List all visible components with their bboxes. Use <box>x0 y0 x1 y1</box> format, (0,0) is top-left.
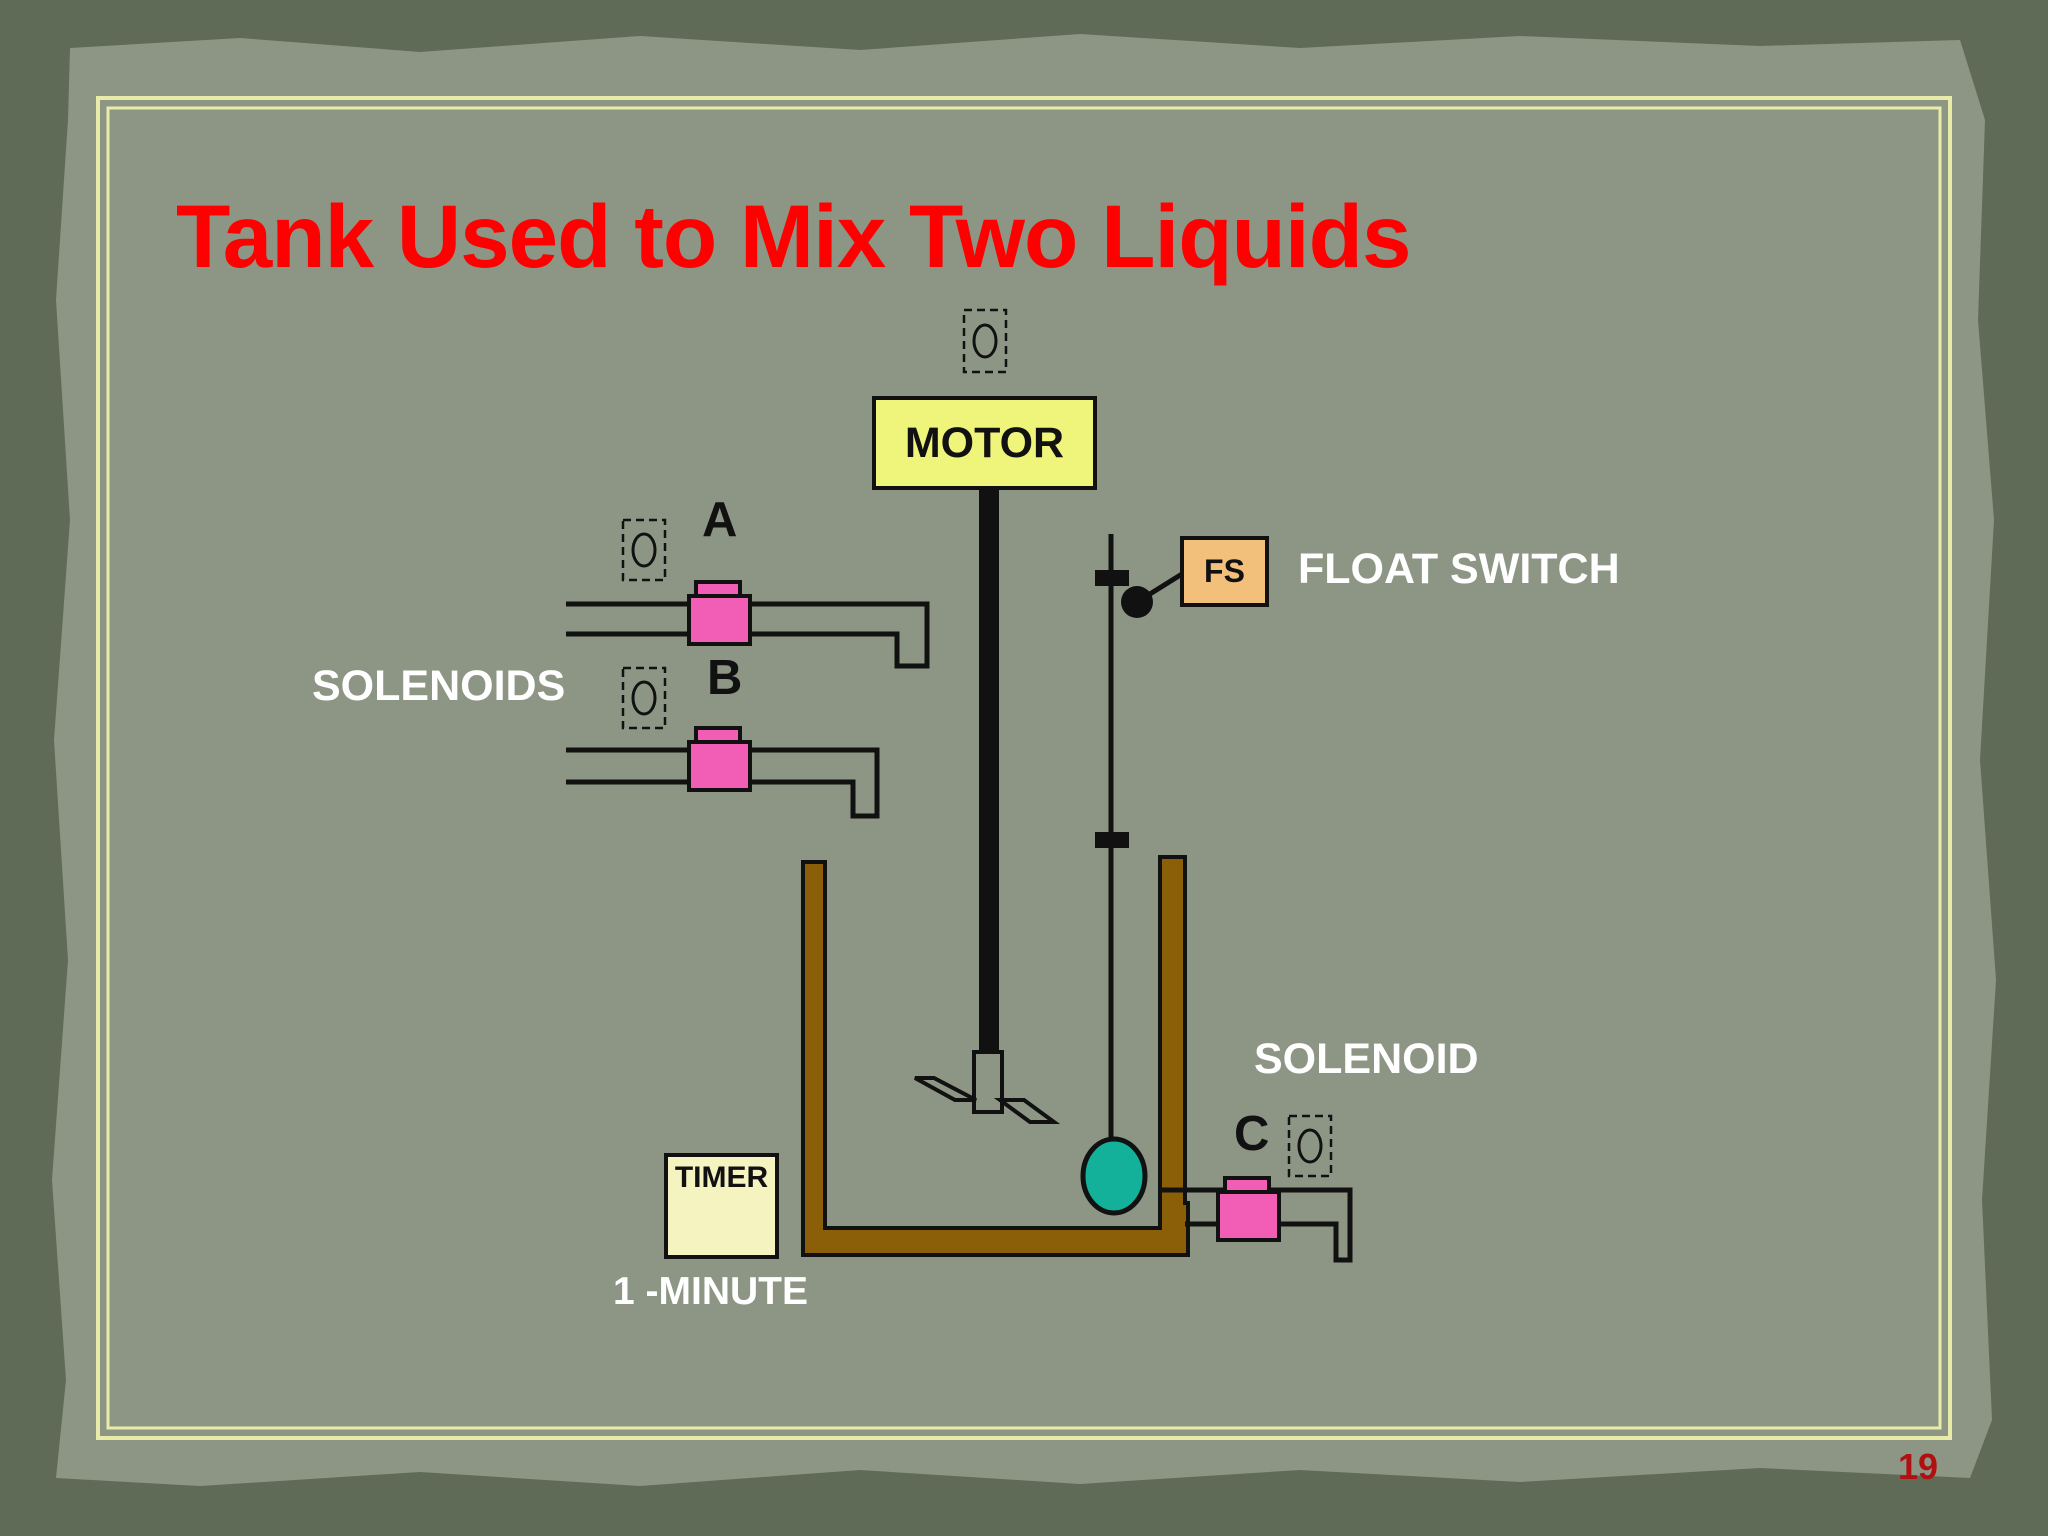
float-switch-tag: FS <box>1204 553 1245 589</box>
float-stop-lower <box>1095 832 1129 848</box>
float-switch-box: FS <box>1180 536 1269 607</box>
solenoid-a-button-symbol <box>621 518 667 582</box>
solenoid-c-button-symbol <box>1287 1114 1333 1178</box>
motor-box: MOTOR <box>872 396 1097 490</box>
motor-label: MOTOR <box>904 418 1065 467</box>
mixing-tank <box>801 855 1190 1257</box>
timer-duration-label: 1 -MINUTE <box>613 1270 808 1313</box>
solenoid-a-label: A <box>702 493 738 547</box>
solenoid-label: SOLENOID <box>1254 1035 1479 1083</box>
mixer-impeller <box>914 1050 1061 1124</box>
float-switch-arm <box>1135 571 1184 605</box>
solenoids-label: SOLENOIDS <box>312 662 566 710</box>
timer-label: TIMER <box>674 1161 769 1194</box>
solenoid-b-button-symbol <box>621 666 667 730</box>
solenoid-c-valve <box>1216 1176 1281 1242</box>
float-switch-label: FLOAT SWITCH <box>1298 545 1620 593</box>
float-ball <box>1080 1136 1148 1216</box>
float-stop-upper <box>1095 570 1129 586</box>
timer-box <box>664 1153 779 1259</box>
motor-shaft <box>979 488 999 1054</box>
solenoid-a-pipe <box>566 601 930 669</box>
solenoid-b-label: B <box>707 651 743 705</box>
frame-inner <box>106 106 1942 1430</box>
paper-background <box>52 34 1996 1486</box>
solenoid-c-pipe <box>1160 1187 1353 1263</box>
solenoid-a-valve <box>687 580 752 646</box>
motor-button-symbol <box>962 308 1008 374</box>
frame-outer <box>96 96 1952 1440</box>
solenoid-b-valve <box>687 726 752 792</box>
slide-title: Tank Used to Mix Two Liquids <box>176 186 1412 286</box>
page-number: 19 <box>1898 1446 1939 1487</box>
solenoid-c-label: C <box>1234 1107 1270 1161</box>
solenoid-b-pipe <box>566 747 880 819</box>
